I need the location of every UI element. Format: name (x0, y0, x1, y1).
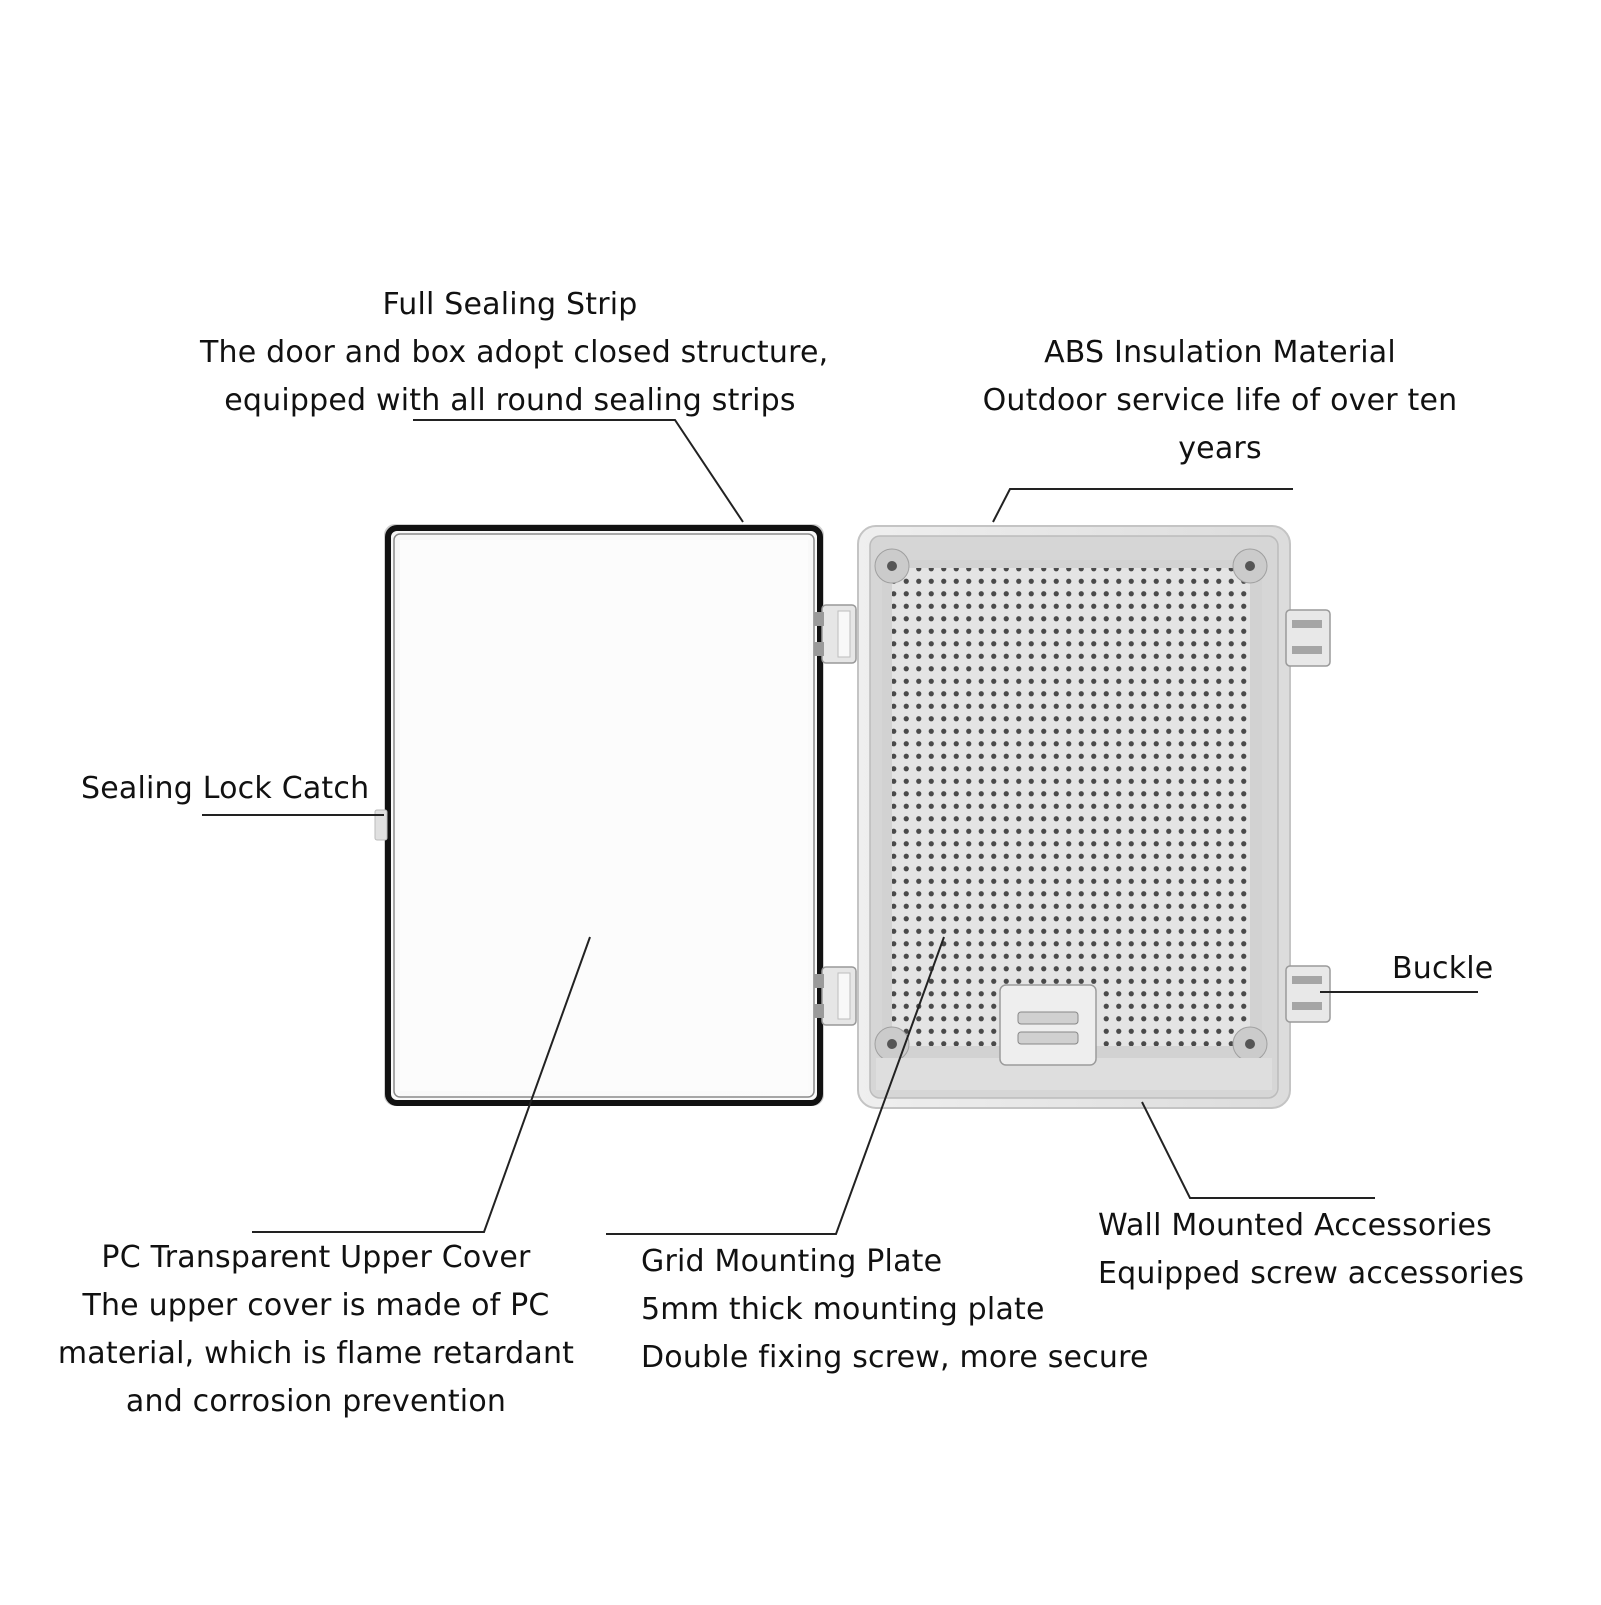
callout-title: Sealing Lock Catch (81, 771, 370, 806)
hinge-bottom (814, 966, 857, 1026)
callout-title: Grid Mounting Plate (641, 1244, 943, 1279)
leader-full-sealing-strip (413, 419, 744, 523)
enclosure-box (857, 525, 1291, 1109)
leader-lines (202, 419, 1478, 1235)
buckle-bottom (1285, 965, 1331, 1023)
callout-wall-mount: Wall Mounted Accessories Equipped screw … (1098, 1202, 1524, 1298)
callout-text: Double fixing screw, more secure (641, 1340, 1149, 1375)
leader-abs-insulation (992, 488, 1293, 523)
callout-text: years (1178, 431, 1262, 466)
callout-sealing-lock-catch: Sealing Lock Catch (81, 765, 369, 813)
leader-wall-mount (1141, 1101, 1375, 1199)
hinge-top (814, 604, 857, 664)
leader-grid-plate (606, 936, 945, 1235)
callout-text: equipped with all round sealing strips (224, 383, 796, 418)
callout-text: Equipped screw accessories (1098, 1256, 1525, 1291)
callout-title: PC Transparent Upper Cover (101, 1240, 531, 1275)
callout-grid-plate: Grid Mounting Plate 5mm thick mounting p… (641, 1238, 1149, 1382)
callout-full-sealing-strip: Full Sealing Strip The door and box adop… (200, 281, 829, 425)
callout-title: Wall Mounted Accessories (1098, 1208, 1493, 1243)
callout-title: Buckle (1392, 951, 1494, 986)
callout-text: material, which is flame retardant (57, 1336, 575, 1371)
callout-text: and corrosion prevention (125, 1384, 507, 1419)
transparent-cover (374, 524, 824, 1106)
buckle-top (1285, 609, 1331, 667)
callout-pc-cover: PC Transparent Upper Cover The upper cov… (46, 1234, 586, 1426)
callout-title: Full Sealing Strip (382, 287, 638, 322)
leader-pc-cover (252, 936, 591, 1233)
callout-text: 5mm thick mounting plate (641, 1292, 1045, 1327)
callout-buckle: Buckle (1392, 945, 1493, 993)
callout-text: Outdoor service life of over ten (982, 383, 1458, 418)
callout-abs-insulation: ABS Insulation Material Outdoor service … (970, 329, 1470, 473)
callout-text: The upper cover is made of PC (82, 1288, 550, 1323)
callout-title: ABS Insulation Material (1044, 335, 1396, 370)
callout-text: The door and box adopt closed structure, (200, 335, 829, 370)
